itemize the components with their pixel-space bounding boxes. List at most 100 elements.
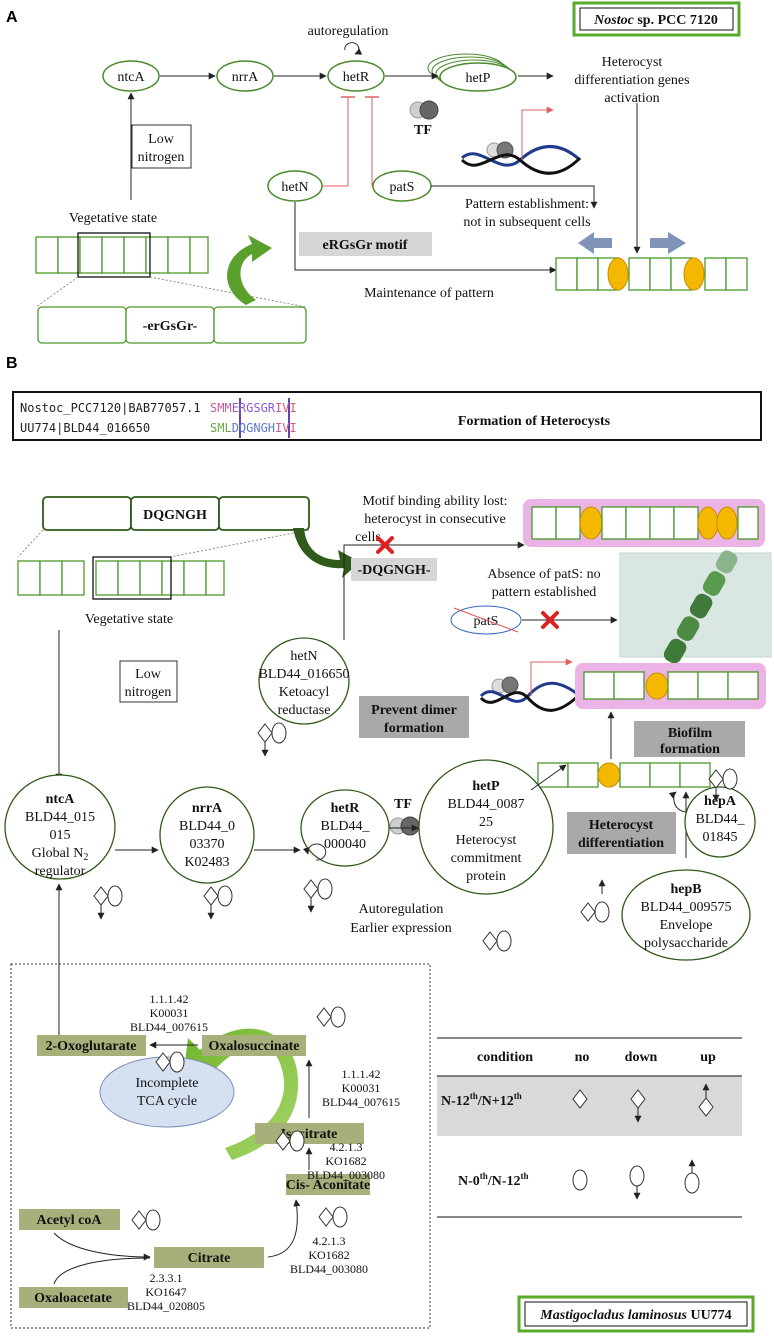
svg-text:heterocyst in consecutive: heterocyst in consecutive — [364, 512, 506, 527]
panel-b-label: B — [6, 355, 18, 372]
absence-pats-label: Absence of patS: no pattern established — [487, 567, 600, 600]
dqgngh-box-label: -DQGNGH- — [357, 563, 430, 578]
svg-text:formation: formation — [384, 721, 444, 736]
svg-text:hetN: hetN — [290, 649, 317, 664]
autoregulation-label: autoregulation — [308, 24, 389, 39]
blocked-x-icon-2 — [541, 611, 559, 629]
svg-text:2.3.3.1: 2.3.3.1 — [150, 1271, 183, 1285]
expr-marker-hetP — [482, 930, 512, 952]
svg-text:K00031: K00031 — [150, 1006, 189, 1020]
svg-text:hepA: hepA — [704, 794, 737, 809]
organism-genus: Nostoc — [593, 13, 634, 28]
vegetative-filament-a — [35, 232, 307, 308]
autoregulation-loop-icon-b — [302, 843, 327, 861]
organism-strain: sp. PCC 7120 — [634, 13, 718, 28]
tf-label-b: TF — [394, 797, 412, 812]
svg-text:differentiation: differentiation — [578, 836, 664, 851]
svg-text:Low: Low — [135, 667, 162, 682]
svg-text:1.1.1.42: 1.1.1.42 — [342, 1067, 381, 1081]
svg-text:Acetyl coA: Acetyl coA — [37, 1213, 103, 1228]
svg-text:25: 25 — [479, 815, 493, 830]
svg-text:2-Oxoglutarate: 2-Oxoglutarate — [46, 1039, 137, 1054]
enzyme-label-cis: 4.2.1.3 KO1682 BLD44_003080 — [290, 1234, 368, 1276]
svg-text:1.1.1.42: 1.1.1.42 — [150, 992, 189, 1006]
expr-marker-hepB — [580, 879, 610, 923]
expr-marker-acetyl — [131, 1209, 161, 1231]
svg-text:formation: formation — [660, 742, 720, 757]
svg-text:BLD44_003080: BLD44_003080 — [307, 1168, 385, 1182]
prevent-dimer-box — [359, 696, 469, 738]
svg-text:TCA cycle: TCA cycle — [137, 1094, 197, 1109]
vegetative-state-a: Vegetative state — [69, 211, 157, 226]
svg-text:condition: condition — [477, 1050, 533, 1065]
svg-text:hetP: hetP — [466, 71, 491, 86]
svg-text:Motif binding ability lost:: Motif binding ability lost: — [362, 494, 507, 509]
svg-text:Low: Low — [148, 132, 175, 147]
gene-hetP: hetP — [427, 53, 517, 92]
svg-text:Oxaloacetate: Oxaloacetate — [34, 1291, 112, 1306]
svg-text:BLD44_015: BLD44_015 — [25, 810, 95, 825]
heterocyst-filament-b — [537, 762, 711, 788]
node-hepA-b: hepA BLD44_ 01845 — [684, 786, 756, 858]
svg-text:-erGsGr-: -erGsGr- — [143, 319, 198, 334]
svg-text:KO1682: KO1682 — [325, 1154, 366, 1168]
heterocyst-diff-label: Heterocyst differentiation — [578, 818, 664, 851]
met-citrate — [154, 1247, 264, 1268]
heterocyst-diff-box — [567, 812, 676, 854]
svg-text:Mastigocladus laminosus UU774: Mastigocladus laminosus UU774 — [539, 1308, 731, 1323]
svg-text:Nostoc sp. PCC 7120: Nostoc sp. PCC 7120 — [593, 13, 718, 28]
enzyme-label-iso: 4.2.1.3 KO1682 BLD44_003080 — [307, 1140, 385, 1182]
activation-label: Heterocyst differentiation genes activat… — [574, 55, 689, 106]
svg-text:nitrogen: nitrogen — [125, 685, 172, 700]
expr-marker-hepA — [708, 768, 738, 802]
svg-text:hetN: hetN — [281, 180, 308, 195]
svg-text:N-0th/N-12th: N-0th/N-12th — [458, 1171, 528, 1189]
svg-text:KO1647: KO1647 — [145, 1285, 186, 1299]
svg-text:N-12th/N+12th: N-12th/N+12th — [441, 1091, 522, 1109]
node-hetR-b: hetR BLD44_ 000040 — [300, 789, 390, 867]
svg-text:Ketoacyl: Ketoacyl — [279, 685, 330, 700]
svg-text:Pattern establishment:: Pattern establishment: — [465, 197, 589, 212]
autoregulation-loop-icon — [344, 42, 363, 55]
gene-ntcA: ntcA — [102, 60, 160, 92]
svg-text:Citrate: Citrate — [188, 1251, 231, 1266]
enzyme-label-oxo: 1.1.1.42 K00031 BLD44_007615 — [130, 992, 208, 1034]
met-acetyl-coa — [19, 1209, 120, 1230]
svg-text:hetP: hetP — [472, 779, 500, 794]
gene-nrrA: nrrA — [216, 60, 274, 92]
motif-lost-label: Motif binding ability lost: heterocyst i… — [355, 494, 507, 545]
expr-marker-hetR — [303, 878, 333, 913]
expression-legend: condition no down up N-12th/N+12th N-0th… — [437, 1037, 742, 1218]
svg-text:03370: 03370 — [190, 837, 225, 852]
svg-text:BLD44_016650: BLD44_016650 — [259, 667, 350, 682]
expr-marker-cis — [318, 1206, 348, 1228]
svg-text:ntcA: ntcA — [46, 792, 76, 807]
met-oxaloacetate — [19, 1287, 128, 1308]
svg-text:Autoregulation: Autoregulation — [359, 902, 444, 917]
enzyme-label-oxal: 1.1.1.42 K00031 BLD44_007615 — [322, 1067, 400, 1109]
svg-text:Incomplete: Incomplete — [136, 1076, 199, 1091]
tf-label-a: TF — [414, 123, 432, 138]
svg-text:up: up — [700, 1050, 716, 1065]
ergsgr-motif-label: eRGsGr motif — [323, 238, 408, 253]
svg-text:Heterocyst: Heterocyst — [589, 818, 654, 833]
heterocyst-filament-a — [555, 257, 748, 291]
svg-text:K00031: K00031 — [342, 1081, 381, 1095]
organism-box-a: Nostoc sp. PCC 7120 — [572, 1, 741, 37]
alignment-id-2: UU774|BLD44_016650 — [20, 421, 150, 435]
node-hepB-b: hepB BLD44_009575 Envelope polysaccharid… — [621, 869, 751, 961]
expr-marker-ntcA — [93, 885, 123, 920]
svg-text:down: down — [625, 1050, 658, 1065]
svg-text:BLD44_0087: BLD44_0087 — [448, 797, 525, 812]
gene-hetN-a: hetN — [267, 170, 323, 202]
svg-text:Heterocyst: Heterocyst — [456, 833, 517, 848]
svg-text:K02483: K02483 — [184, 855, 229, 870]
svg-text:BLD44_020805: BLD44_020805 — [127, 1299, 205, 1313]
panel-a-label: A — [6, 9, 18, 26]
svg-text:Prevent dimer: Prevent dimer — [371, 703, 457, 718]
svg-text:hepB: hepB — [670, 882, 701, 897]
svg-text:000040: 000040 — [324, 837, 366, 852]
tf-dimer-icon-b — [389, 816, 420, 836]
svg-text:not in subsequent cells: not in subsequent cells — [463, 215, 590, 230]
